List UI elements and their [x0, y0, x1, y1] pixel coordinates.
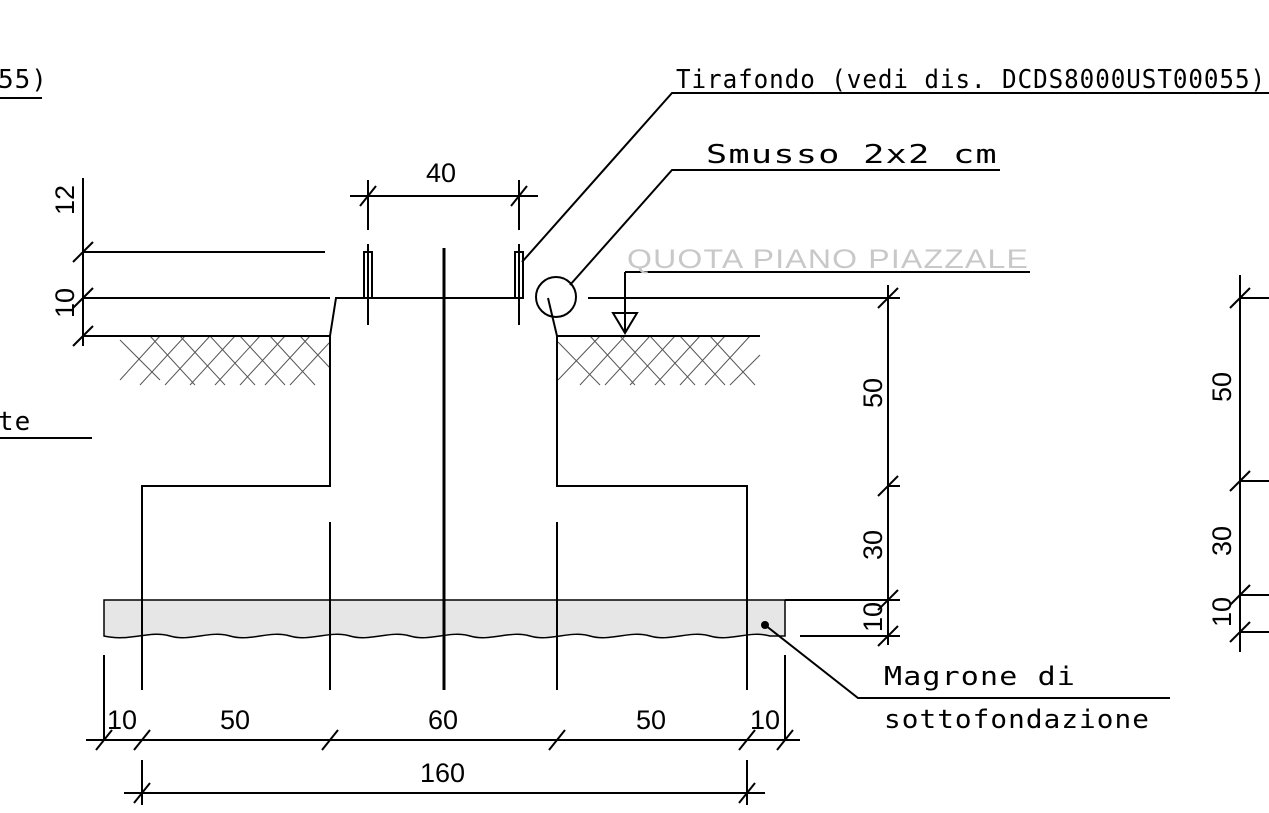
dim-right-collar: 50: [858, 378, 888, 408]
dim-bolt-spacing: 40: [426, 158, 456, 188]
dim-bottom-10-right: 10: [750, 705, 780, 735]
dim-right-lean: 10: [858, 602, 888, 632]
anchor-bolt-left: [363, 244, 373, 325]
level-marker-icon: [611, 312, 639, 335]
chamfer-label: Smusso 2x2 cm: [706, 140, 998, 170]
ground-hatch-left: [119, 335, 331, 386]
dim-right-plinth: 30: [858, 530, 888, 560]
anchor-bolt-right: [514, 244, 524, 325]
dim-bottom-50-left: 50: [220, 705, 250, 735]
foundation-outline: [83, 251, 900, 740]
lean-concrete-label-line2: sottofondazione: [884, 705, 1150, 735]
dim-bottom-60: 60: [428, 705, 458, 735]
dim-bottom-total: 160: [420, 758, 465, 788]
dim-far-right-10: 10: [1207, 597, 1237, 627]
leader-lines: [0, 92, 1269, 699]
left-cut-label: te: [0, 407, 31, 437]
dim-left-top: 12: [50, 185, 80, 215]
dim-bottom-50-right: 50: [636, 705, 666, 735]
anchor-bolt-label: Tirafondo (vedi dis. DCDS8000UST00055): [676, 65, 1266, 95]
chamfer-detail-circle: [535, 276, 577, 318]
anchor-bolt-label-left-cut: 55): [0, 65, 48, 95]
dim-far-right-50: 50: [1207, 372, 1237, 402]
ground-hatch-right: [557, 335, 761, 386]
dim-left-mid: 10: [50, 288, 80, 318]
dim-far-right-30: 30: [1207, 526, 1237, 556]
dim-bottom-10-left: 10: [107, 705, 137, 735]
leader-dot-icon: [761, 621, 769, 629]
dimension-lines: [72, 178, 1269, 805]
lean-concrete-label-line1: Magrone di: [884, 662, 1076, 692]
yard-level-label: QUOTA PIANO PIAZZALE: [627, 244, 1029, 274]
